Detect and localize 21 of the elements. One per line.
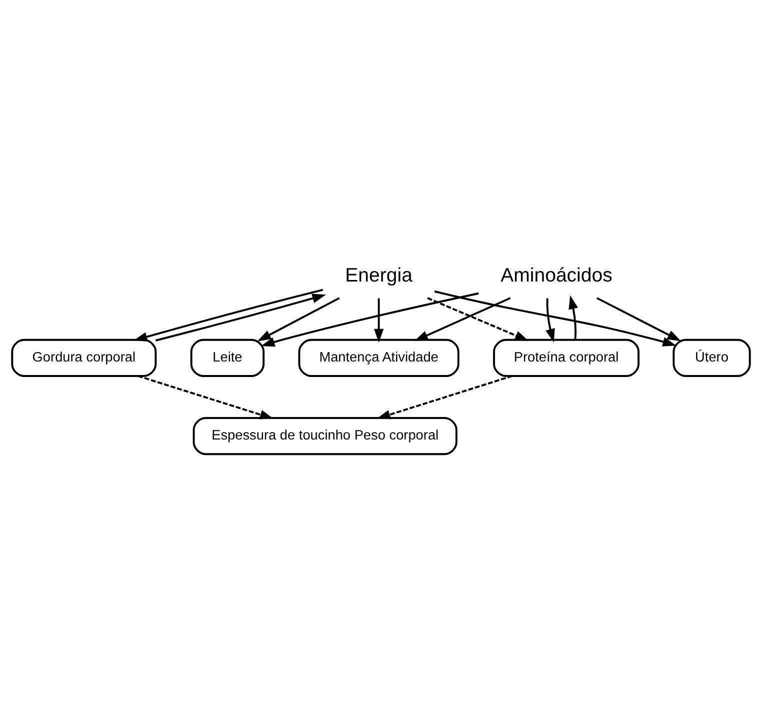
node-box: Mantença Atividade xyxy=(298,338,460,377)
node-box: Espessura de toucinho Peso corporal xyxy=(192,416,458,456)
node-box: Útero xyxy=(672,338,751,377)
arrow xyxy=(414,297,511,342)
arrow xyxy=(546,298,555,343)
arrow xyxy=(138,375,274,420)
arrow xyxy=(568,295,578,340)
node-text: Aminoácidos xyxy=(500,264,612,286)
node-text: Energia xyxy=(345,264,412,286)
arrow xyxy=(374,298,384,343)
arrow xyxy=(134,288,324,342)
node-box: Proteína corporal xyxy=(493,338,640,377)
arrow xyxy=(155,294,326,342)
arrow xyxy=(427,297,529,341)
arrow xyxy=(596,297,682,342)
arrow xyxy=(434,290,676,346)
arrow xyxy=(257,297,340,342)
arrow xyxy=(260,292,479,347)
node-box: Leite xyxy=(190,338,265,377)
arrow xyxy=(376,375,512,420)
node-box: Gordura corporal xyxy=(11,338,157,377)
